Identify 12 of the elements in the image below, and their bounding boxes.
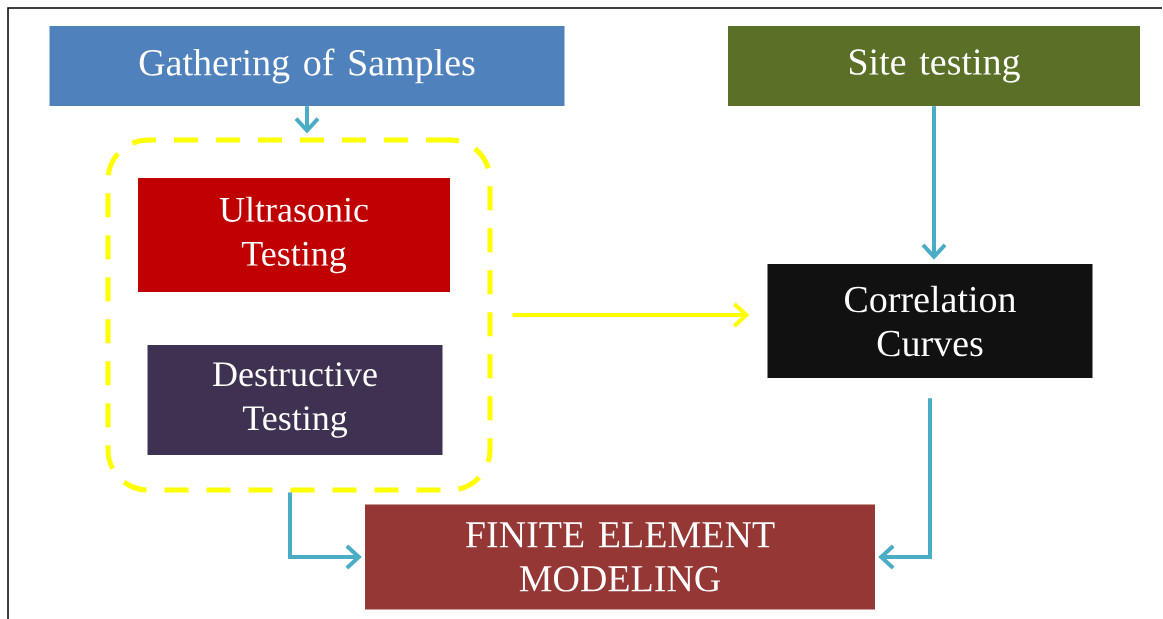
process-box: Correlation Curves (767, 264, 1093, 378)
dashed-group-box (105, 137, 493, 493)
arrow (878, 398, 932, 570)
process-box: FINITE ELEMENT MODELING (365, 504, 875, 610)
process-box: Gathering of Samples (49, 26, 565, 106)
nested-box: Destructive Testing (147, 345, 443, 455)
nested-box: Ultrasonic Testing (138, 178, 450, 292)
arrow (512, 302, 750, 328)
arrow (294, 106, 320, 134)
arrow (921, 106, 947, 260)
process-box: Site testing (728, 26, 1140, 106)
arrow (288, 492, 362, 570)
